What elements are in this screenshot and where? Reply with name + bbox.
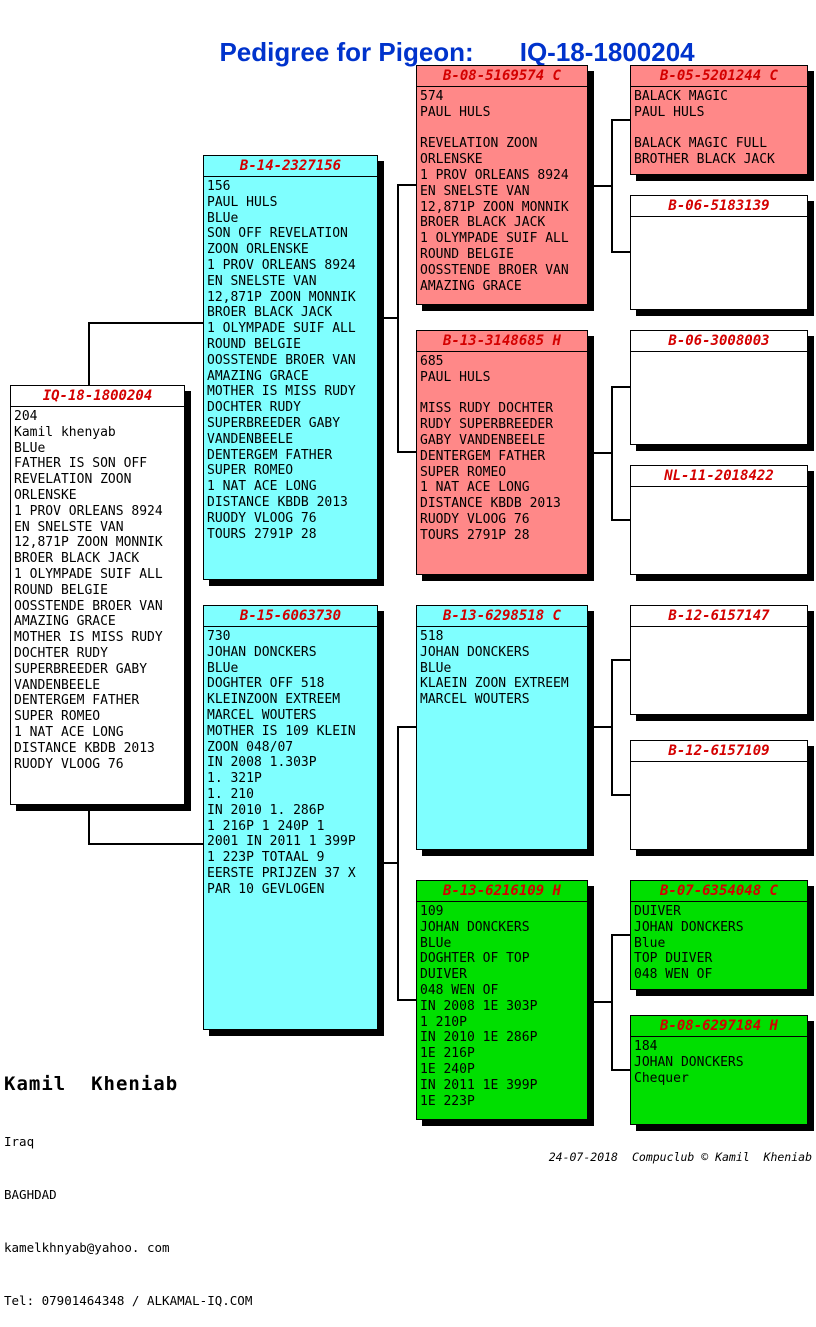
- owner-phone: Tel: 07901464348 / ALKAMAL-IQ.COM: [4, 1293, 253, 1308]
- connector-line: [397, 999, 416, 1001]
- page-title-ring: IQ-18-1800204: [519, 37, 695, 67]
- connector-line: [397, 184, 416, 186]
- ring-number: B-13-3148685 H: [417, 331, 587, 352]
- ring-number: B-15-6063730: [204, 606, 377, 627]
- connector-line: [611, 386, 630, 388]
- pedigree-box-dam: B-15-6063730 730 JOHAN DONCKERS BLUe DOG…: [203, 605, 378, 1030]
- ring-number: B-14-2327156: [204, 156, 377, 177]
- pedigree-box-sire-sire-dam: B-06-5183139: [630, 195, 808, 310]
- pigeon-details: [631, 352, 807, 356]
- pigeon-details: BALACK MAGIC PAUL HULS BALACK MAGIC FULL…: [634, 89, 775, 168]
- pigeon-details: [631, 487, 807, 491]
- pedigree-box-sire: B-14-2327156 156 PAUL HULS BLUe SON OFF …: [203, 155, 378, 580]
- connector-line: [588, 1001, 612, 1003]
- print-info: 24-07-2018 Compuclub © Kamil Kheniab: [416, 1136, 812, 1164]
- pigeon-details: 156 PAUL HULS BLUe SON OFF REVELATION ZO…: [207, 179, 356, 542]
- ring-number: B-08-6297184 H: [631, 1016, 807, 1037]
- ring-number: B-12-6157147: [631, 606, 807, 627]
- pedigree-box-sire-dam: B-13-3148685 H 685 PAUL HULS MISS RUDY D…: [416, 330, 588, 575]
- pedigree-box-dam-dam: B-13-6216109 H 109 JOHAN DONCKERS BLUe D…: [416, 880, 588, 1120]
- print-credit: Compuclub © Kamil Kheniab: [631, 1150, 812, 1164]
- connector-line: [397, 451, 416, 453]
- connector-line: [588, 726, 612, 728]
- pigeon-details: 574 PAUL HULS REVELATION ZOON ORLENSKE 1…: [420, 89, 569, 294]
- pedigree-box-sire-dam-dam: NL-11-2018422: [630, 465, 808, 575]
- connector-line: [611, 934, 630, 936]
- pigeon-details: 109 JOHAN DONCKERS BLUe DOGHTER OF TOP D…: [420, 904, 538, 1109]
- connector-line: [611, 519, 630, 521]
- connector-line: [397, 184, 399, 453]
- owner-email: kamelkhnyab@yahoo. com: [4, 1240, 170, 1255]
- page-title-label: Pedigree for Pigeon:: [219, 37, 474, 67]
- connector-line: [378, 862, 398, 864]
- pedigree-box-dam-sire-sire: B-12-6157147: [630, 605, 808, 715]
- pigeon-details: DUIVER JOHAN DONCKERS Blue TOP DUIVER 04…: [634, 904, 744, 983]
- pedigree-box-dam-dam-dam: B-08-6297184 H 184 JOHAN DONCKERS Cheque…: [630, 1015, 808, 1125]
- connector-line: [611, 119, 613, 253]
- pedigree-box-dam-sire-dam: B-12-6157109: [630, 740, 808, 850]
- pigeon-details: 204 Kamil khenyab BLUe FATHER IS SON OFF…: [14, 409, 163, 772]
- ring-number: B-07-6354048 C: [631, 881, 807, 902]
- connector-line: [611, 934, 613, 1071]
- ring-number: B-06-5183139: [631, 196, 807, 217]
- ring-number: B-05-5201244 C: [631, 66, 807, 87]
- connector-line: [378, 317, 398, 319]
- pedigree-box-dam-dam-sire: B-07-6354048 C DUIVER JOHAN DONCKERS Blu…: [630, 880, 808, 990]
- connector-line: [611, 794, 630, 796]
- connector-line: [611, 119, 630, 121]
- ring-number: IQ-18-1800204: [11, 386, 184, 407]
- connector-line: [588, 452, 612, 454]
- connector-line: [611, 251, 630, 253]
- pigeon-details: 518 JOHAN DONCKERS BLUe KLAEIN ZOON EXTR…: [420, 629, 569, 708]
- owner-country: Iraq: [4, 1134, 35, 1149]
- connector-line: [588, 185, 612, 187]
- pedigree-box-dam-sire: B-13-6298518 C 518 JOHAN DONCKERS BLUe K…: [416, 605, 588, 850]
- owner-city: BAGHDAD: [4, 1187, 57, 1202]
- ring-number: NL-11-2018422: [631, 466, 807, 487]
- pedigree-box-sire-sire-sire: B-05-5201244 C BALACK MAGIC PAUL HULS BA…: [630, 65, 808, 175]
- connector-line: [611, 659, 630, 661]
- pedigree-box-subject: IQ-18-1800204 204 Kamil khenyab BLUe FAT…: [10, 385, 185, 805]
- connector-line: [397, 726, 416, 728]
- print-date: 24-07-2018: [548, 1150, 618, 1164]
- pigeon-details: [631, 627, 807, 631]
- pedigree-box-sire-dam-sire: B-06-3008003: [630, 330, 808, 445]
- owner-info: Kamil Kheniab Iraq BAGHDAD kamelkhnyab@y…: [4, 1034, 252, 1327]
- connector-line: [611, 386, 613, 521]
- pigeon-details: 730 JOHAN DONCKERS BLUe DOGHTER OFF 518 …: [207, 629, 356, 897]
- ring-number: B-12-6157109: [631, 741, 807, 762]
- owner-name: Kamil Kheniab: [4, 1073, 179, 1095]
- connector-line: [397, 726, 399, 1001]
- connector-line: [88, 322, 203, 324]
- connector-line: [88, 843, 203, 845]
- pigeon-details: [631, 217, 807, 221]
- ring-number: B-13-6298518 C: [417, 606, 587, 627]
- pigeon-details: 184 JOHAN DONCKERS Chequer: [634, 1039, 744, 1086]
- ring-number: B-06-3008003: [631, 331, 807, 352]
- ring-number: B-08-5169574 C: [417, 66, 587, 87]
- pedigree-box-sire-sire: B-08-5169574 C 574 PAUL HULS REVELATION …: [416, 65, 588, 305]
- connector-line: [611, 659, 613, 796]
- pigeon-details: [631, 762, 807, 766]
- connector-line: [611, 1069, 630, 1071]
- pigeon-details: 685 PAUL HULS MISS RUDY DOCHTER RUDY SUP…: [420, 354, 561, 543]
- page-title: Pedigree for Pigeon: IQ-18-1800204: [205, 6, 695, 68]
- ring-number: B-13-6216109 H: [417, 881, 587, 902]
